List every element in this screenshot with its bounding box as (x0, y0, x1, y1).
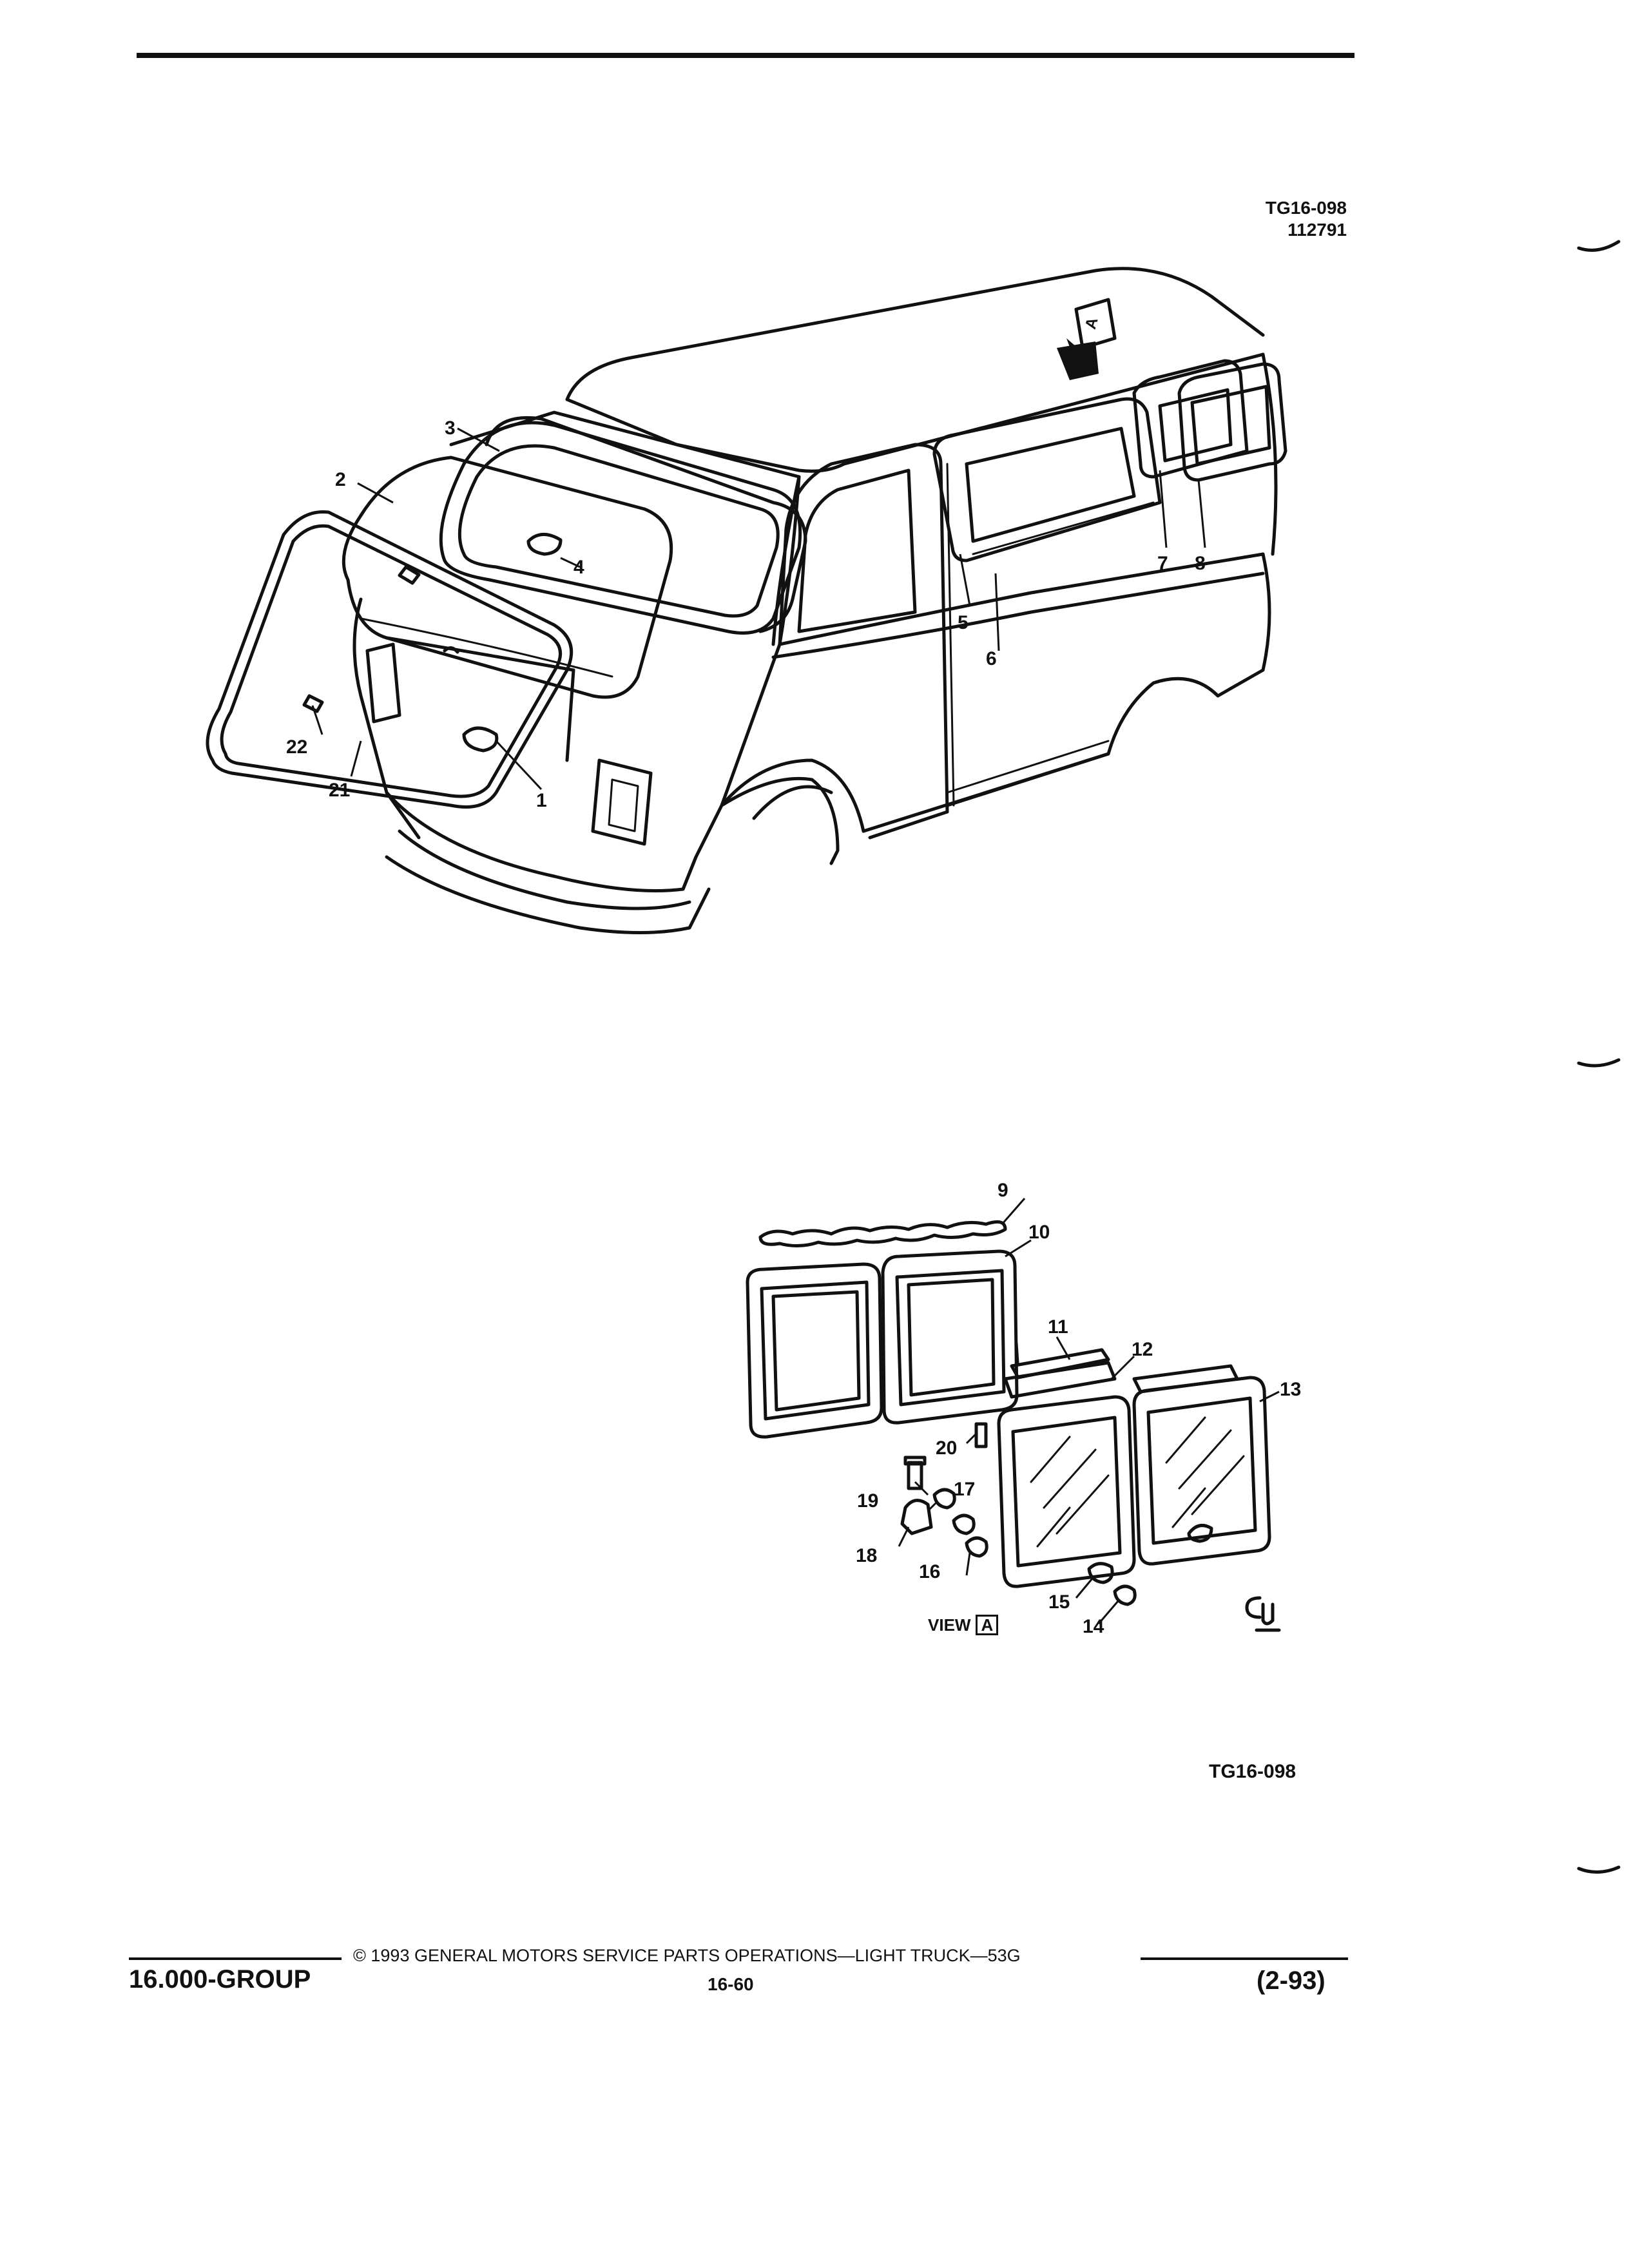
callout-12: 12 (1132, 1339, 1153, 1360)
callout-3: 3 (445, 418, 456, 439)
callout-6: 6 (986, 648, 997, 669)
callout-19: 19 (857, 1490, 879, 1512)
figure-code: TG16-098 (1265, 198, 1347, 218)
figure-code-lower: TG16-098 (1209, 1761, 1296, 1782)
footer-date: (2-93) (1257, 1966, 1325, 1995)
view-label-box: A (976, 1615, 999, 1635)
callout-20: 20 (936, 1437, 958, 1459)
footer-group: 16.000-GROUP (129, 1965, 311, 1994)
top-rule (137, 53, 1354, 58)
callout-4: 4 (574, 557, 584, 578)
footer-copyright: © 1993 GENERAL MOTORS SERVICE PARTS OPER… (353, 1946, 1021, 1965)
callout-22: 22 (286, 736, 308, 758)
callout-11: 11 (1048, 1316, 1068, 1338)
callout-1: 1 (536, 790, 547, 811)
callout-5: 5 (958, 612, 969, 633)
view-label-text: VIEW (928, 1615, 971, 1635)
callout-7: 7 (1157, 553, 1168, 574)
callout-16: 16 (919, 1561, 941, 1582)
figure-code-header: TG16-098 112791 (1199, 197, 1347, 241)
callout-14: 14 (1083, 1616, 1104, 1637)
callout-21: 21 (329, 780, 351, 801)
callout-18: 18 (856, 1545, 878, 1566)
callout-9: 9 (998, 1180, 1008, 1201)
footer-rule-right (1141, 1957, 1348, 1960)
callout-2: 2 (335, 469, 346, 490)
figure-number: 112791 (1287, 220, 1347, 240)
callout-17: 17 (954, 1479, 976, 1500)
callout-10: 10 (1028, 1222, 1050, 1243)
callout-8: 8 (1195, 553, 1206, 574)
callout-15: 15 (1048, 1591, 1070, 1613)
footer-page: 16-60 (708, 1974, 754, 1994)
footer-rule-left (129, 1957, 342, 1960)
callout-13: 13 (1280, 1379, 1302, 1400)
